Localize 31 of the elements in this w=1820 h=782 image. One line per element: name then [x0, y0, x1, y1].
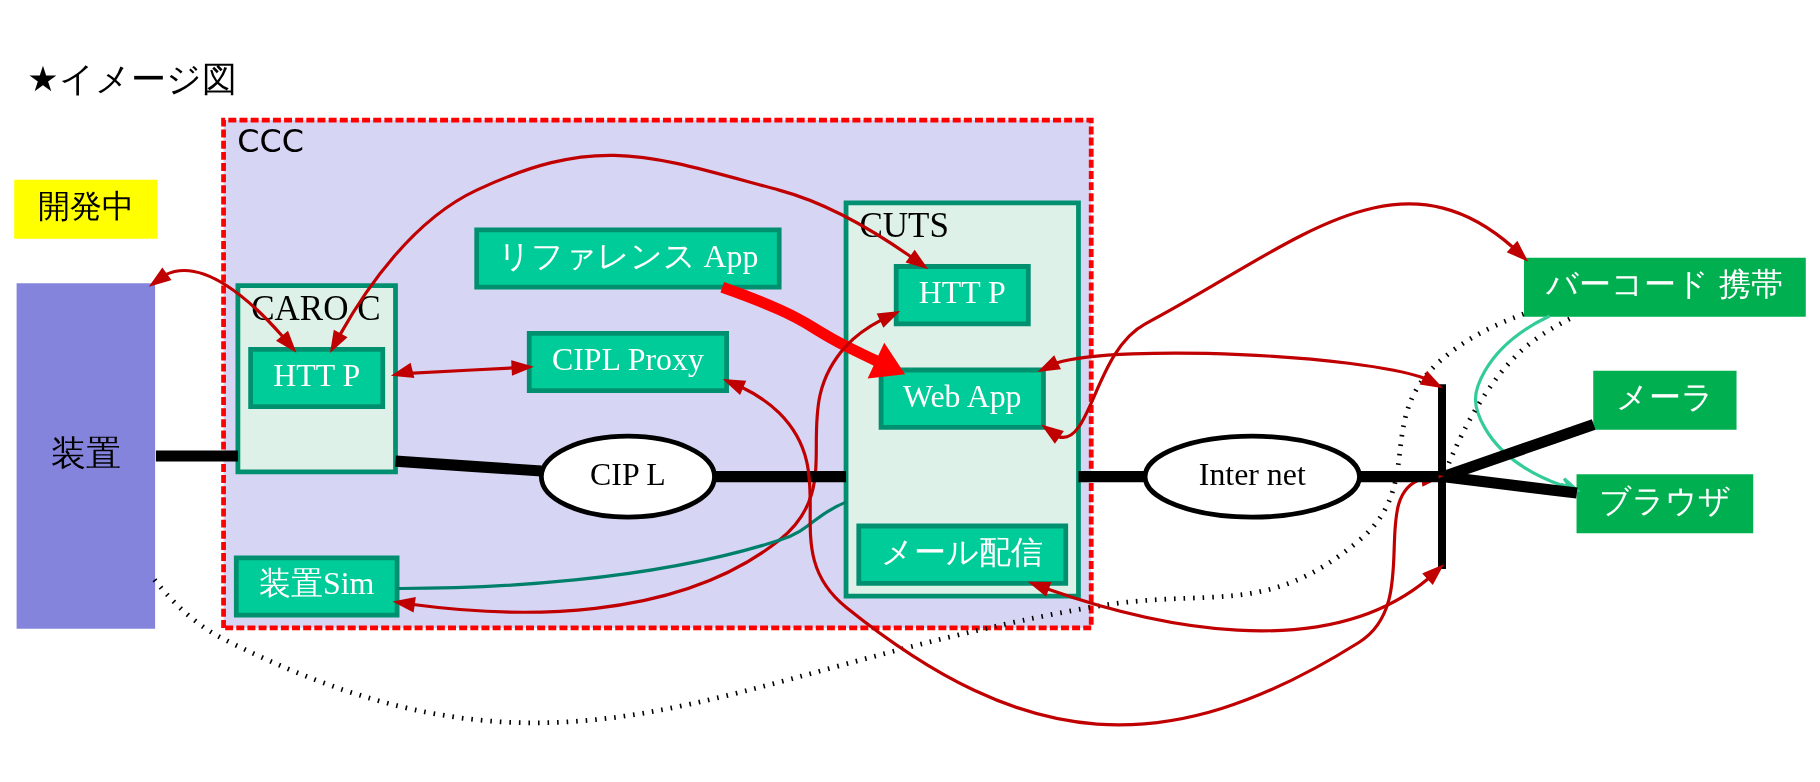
node-box: バーコード 携帯	[1524, 257, 1806, 317]
arrow	[720, 282, 906, 379]
arrow	[1041, 202, 1529, 444]
node-box: リファレンス App	[474, 227, 782, 290]
node-ellipse: CIP L	[538, 433, 717, 520]
node-box: ブラウザ	[1576, 474, 1754, 534]
diagram-title: ★イメージ図	[27, 57, 237, 99]
connector	[152, 311, 1526, 725]
connector	[155, 450, 238, 462]
arrow	[1027, 564, 1444, 633]
arrow	[392, 311, 901, 614]
node-box: HTT P	[893, 264, 1031, 327]
node-ellipse: Inter net	[1142, 433, 1362, 520]
connector	[714, 471, 847, 483]
node-box: 装置	[16, 283, 156, 629]
connector	[397, 500, 847, 591]
arrow	[1037, 351, 1444, 389]
node-box: Web App	[878, 367, 1046, 430]
node-box: メール配信	[856, 523, 1069, 586]
arrow	[330, 153, 929, 354]
node-box: 開発中	[14, 179, 158, 239]
connector	[395, 455, 542, 477]
connector	[1078, 471, 1146, 483]
node-box: メーラ	[1593, 370, 1737, 430]
connector	[1359, 471, 1439, 483]
node-box: HTT P	[248, 346, 386, 409]
node-box: 装置Sim	[233, 555, 400, 618]
arrow	[390, 360, 534, 378]
node-box: CIPL Proxy	[526, 331, 730, 394]
node-bar	[1438, 384, 1446, 569]
arrow	[148, 267, 297, 353]
